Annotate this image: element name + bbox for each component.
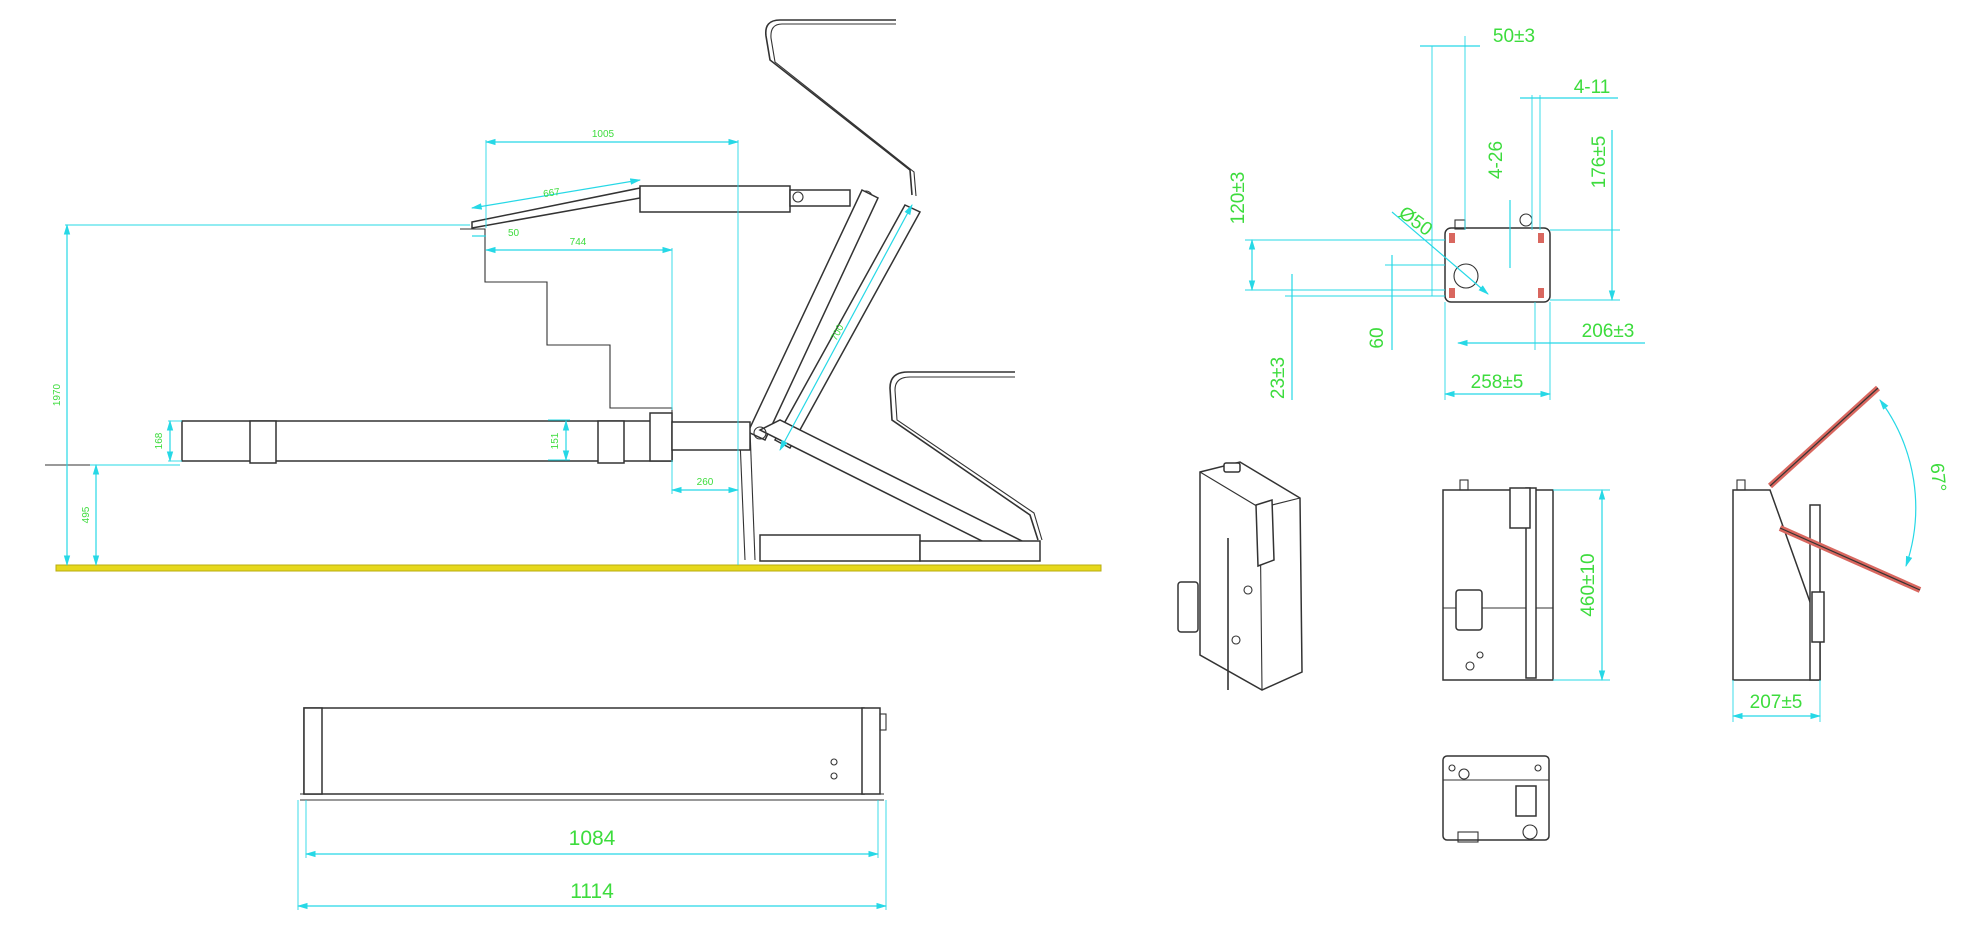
extended-platform (181, 412, 767, 464)
box-side-view: 67° 207±5 (1731, 385, 1950, 722)
dim-168: 168 (154, 432, 165, 449)
dim-744: 744 (570, 237, 587, 248)
dim-258-5: 258±5 (1471, 372, 1524, 393)
main-arm (747, 188, 922, 450)
dim-1970: 1970 (52, 383, 63, 406)
box-front-view: 460±10 (1442, 479, 1610, 682)
dim-176-5: 176±5 (1589, 136, 1610, 189)
bottom-view: 1084 1114 (296, 707, 888, 910)
dim-260: 260 (697, 477, 714, 488)
dim-460-10: 460±10 (1578, 553, 1599, 616)
dim-120-3: 120±3 (1228, 172, 1249, 225)
ground-line (55, 564, 1102, 572)
upper-handrail (764, 19, 913, 196)
box-bottom-view (1442, 755, 1550, 843)
dim-1114: 1114 (570, 880, 614, 903)
lower-base (739, 419, 1041, 562)
dim-50-3: 50±3 (1493, 26, 1535, 47)
dim-angle-67: 67° (1926, 462, 1950, 493)
dim-1005: 1005 (592, 129, 615, 140)
dim-667: 667 (543, 187, 562, 201)
upper-platform (471, 185, 873, 229)
box-isometric-view (1177, 461, 1303, 691)
staircase (460, 228, 673, 420)
dim-23-3: 23±3 (1268, 357, 1289, 399)
dim-151: 151 (550, 432, 561, 449)
box-top-view: 50±3 4-11 4-26 176±5 120±3 Ø50 60 23±3 2… (1228, 26, 1645, 400)
side-view: 1005 667 50 744 1970 168 151 260 495 700 (45, 19, 1102, 572)
dim-4-26: 4-26 (1486, 141, 1507, 179)
dim-50: 50 (508, 228, 520, 239)
dim-207-5: 207±5 (1750, 692, 1803, 713)
dim-60: 60 (1367, 327, 1388, 348)
dim-phi50: Ø50 (1395, 202, 1436, 240)
dim-206-3: 206±3 (1582, 321, 1635, 342)
dim-4-11: 4-11 (1574, 77, 1611, 98)
dim-495: 495 (81, 506, 92, 523)
dim-1084: 1084 (569, 827, 616, 850)
